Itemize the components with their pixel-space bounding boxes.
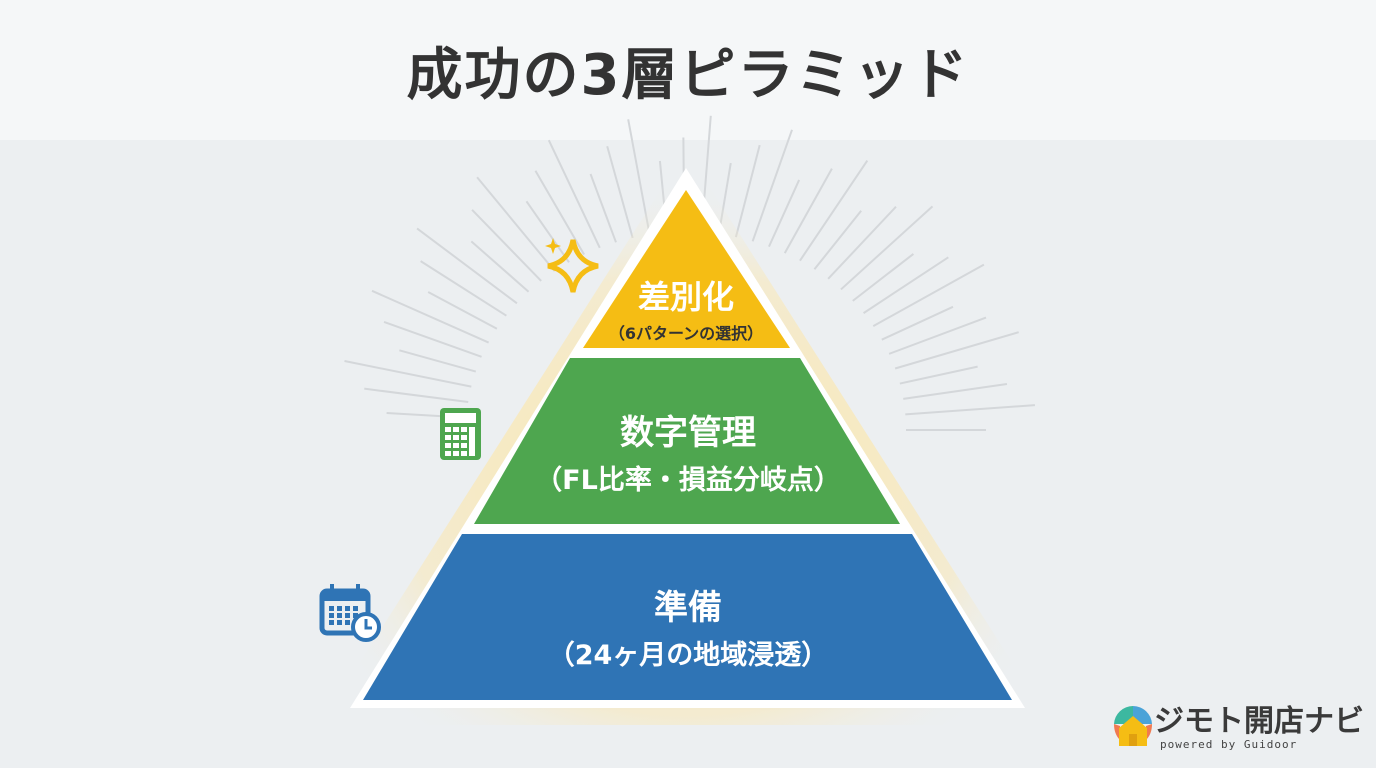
calendar-cell: [353, 613, 358, 618]
ray: [799, 160, 869, 262]
calendar-cell: [329, 620, 334, 625]
layer-middle-detail: （FL比率・損益分岐点）: [535, 465, 841, 496]
ray: [371, 289, 490, 344]
ray: [840, 205, 934, 291]
ray: [534, 170, 585, 256]
header: 成功の3層ピラミッド: [0, 0, 1376, 140]
ray: [399, 349, 477, 373]
calculator-key: [445, 435, 451, 440]
ray: [827, 206, 897, 280]
layer-top-name: 差別化: [637, 278, 734, 316]
calendar-cell: [353, 606, 358, 611]
calendar-cell: [337, 620, 342, 625]
ray: [427, 291, 498, 330]
logo-name: ジモト開店ナビ: [1154, 703, 1364, 739]
ray: [863, 256, 949, 314]
calculator-key: [461, 451, 467, 456]
sunburst-rays: [344, 115, 1035, 431]
calculator-key: [461, 443, 467, 448]
ray: [471, 209, 542, 282]
ray: [470, 240, 530, 293]
sparkle-icon: [545, 238, 599, 293]
ray: [606, 145, 634, 239]
ray: [813, 210, 862, 270]
calculator-key: [461, 427, 467, 432]
ray: [476, 176, 556, 272]
calendar-clock-icon: [319, 584, 381, 642]
ray: [547, 139, 601, 249]
calculator-key: [453, 443, 459, 448]
ray: [905, 404, 1035, 416]
page-title: 成功の3層ピラミッド: [406, 42, 970, 108]
layer-bottom-name: 準備: [653, 588, 722, 628]
ray: [899, 365, 978, 385]
ray: [751, 129, 793, 242]
ray: [872, 263, 985, 327]
calendar-cell: [337, 606, 342, 611]
logo-tagline: powered by Guidoor: [1160, 737, 1298, 751]
ray: [903, 383, 1008, 400]
ray: [589, 173, 617, 243]
calculator-key: [453, 427, 459, 432]
calculator-key: [469, 427, 475, 456]
ray: [734, 144, 761, 238]
calendar-cell: [345, 620, 350, 625]
ray: [364, 387, 469, 404]
layer-middle-label: 数字管理 （FL比率・損益分岐点）: [535, 405, 841, 497]
ray: [888, 316, 987, 355]
ray: [881, 305, 954, 341]
calculator-icon: [440, 408, 481, 460]
calendar-cell: [329, 613, 334, 618]
layer-top-label: 差別化 （6パターンの選択）: [609, 272, 763, 344]
calendar-cell: [329, 606, 334, 611]
layer-middle-name: 数字管理: [620, 413, 756, 453]
ray: [894, 331, 1019, 370]
calculator-key: [445, 427, 451, 432]
calculator-key: [453, 451, 459, 456]
ray: [383, 320, 482, 358]
ray: [783, 168, 833, 254]
layer-top-differentiation: [583, 190, 790, 348]
calculator-key: [445, 451, 451, 456]
calendar-cell: [345, 613, 350, 618]
ray: [852, 253, 915, 302]
calendar-cell: [345, 606, 350, 611]
layer-top-detail: （6パターンの選択）: [608, 324, 764, 343]
ray: [420, 260, 507, 317]
layer-bottom-detail: （24ヶ月の地域浸透）: [547, 640, 829, 671]
ray: [768, 179, 801, 248]
ray: [344, 360, 472, 388]
calendar-cell: [337, 613, 342, 618]
brand-logo: ジモト開店ナビ powered by Guidoor: [1112, 704, 1364, 752]
logo-house-icon: [1114, 706, 1152, 746]
ray: [416, 227, 518, 305]
calculator-key: [453, 435, 459, 440]
layer-bottom-label: 準備 （24ヶ月の地域浸透）: [548, 580, 829, 672]
ray: [525, 200, 570, 263]
calculator-key: [461, 435, 467, 440]
calculator-key: [445, 443, 451, 448]
layer-middle-numbers: [474, 358, 900, 524]
layer-bottom-preparation: [363, 534, 1012, 700]
